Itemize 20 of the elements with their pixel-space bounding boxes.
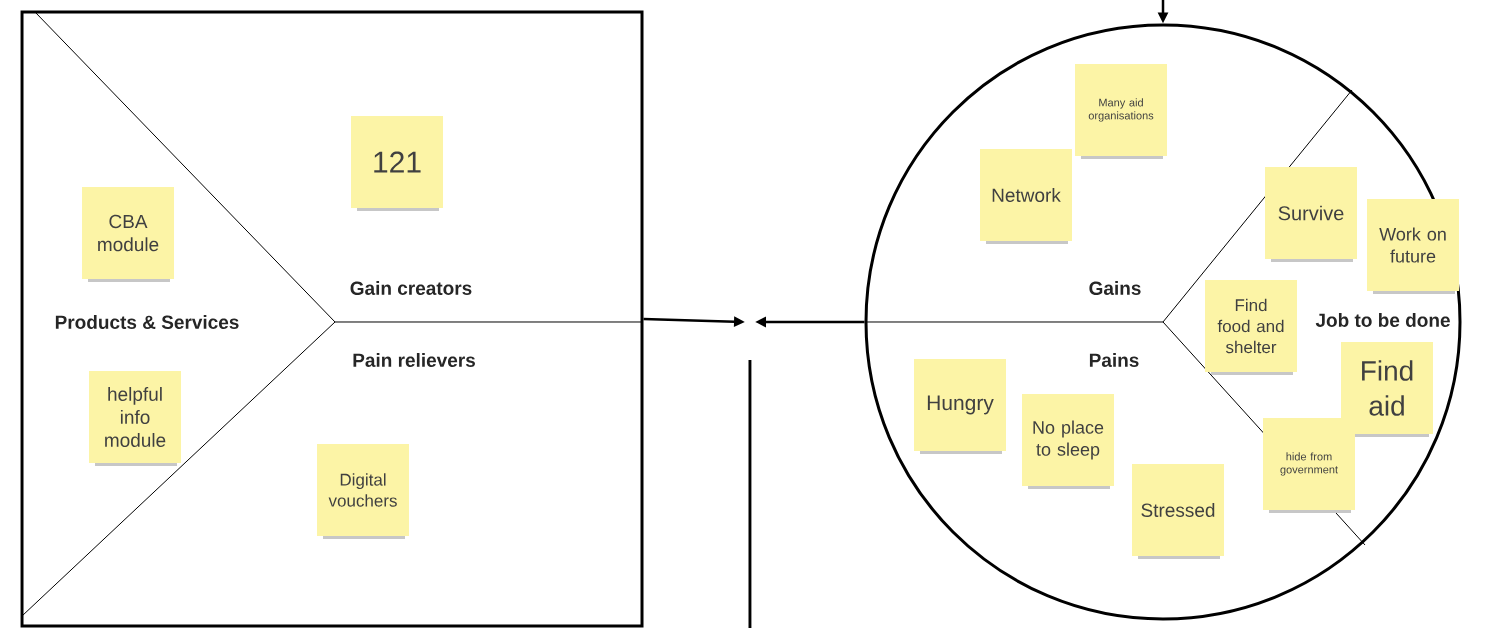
sticky-note: Hungry	[914, 359, 1006, 454]
sticky-note: No place to sleep	[1022, 394, 1114, 489]
sticky-note: Stressed	[1132, 464, 1224, 559]
sticky-note: Many aid organisations	[1075, 64, 1167, 159]
sticky-note: Find aid	[1341, 342, 1433, 437]
sticky-note: Find food and shelter	[1205, 280, 1297, 375]
section-heading: Products & Services	[55, 315, 239, 329]
sticky-note: Survive	[1265, 167, 1357, 262]
sticky-note: 121	[351, 116, 443, 211]
sticky-note: CBA module	[82, 187, 174, 282]
sticky-note: hide from government	[1263, 418, 1355, 513]
section-heading: Job to be done	[1315, 313, 1450, 327]
section-heading: Pain relievers	[353, 353, 475, 367]
sticky-note: Digital vouchers	[317, 444, 409, 539]
sticky-note: Work on future	[1367, 199, 1459, 294]
section-heading: Gain creators	[350, 281, 472, 295]
section-heading: Pains	[1089, 353, 1139, 367]
section-heading: Gains	[1089, 281, 1141, 295]
sticky-note: Network	[980, 149, 1072, 244]
sticky-note: helpful info module	[89, 371, 181, 466]
